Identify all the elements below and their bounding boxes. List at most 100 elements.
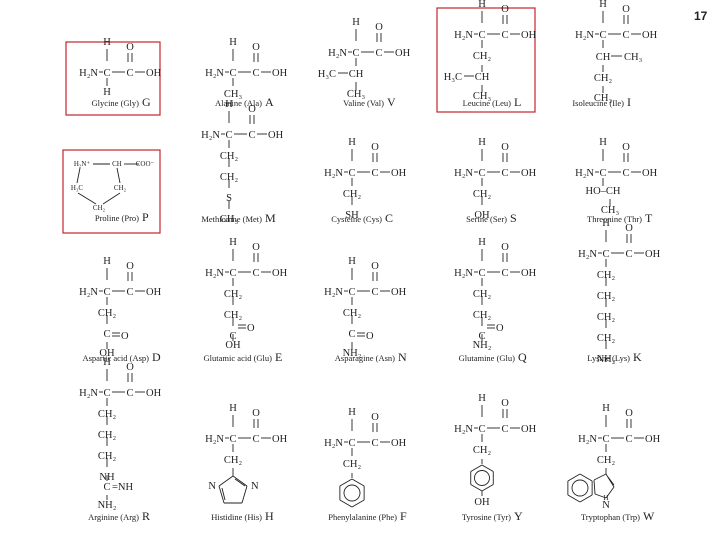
bond-line	[218, 475, 234, 487]
amino-acid-name: Cysteine (Cys)	[331, 214, 382, 224]
aromatic-ring-circle	[343, 484, 361, 502]
amino-group-label: H₂N	[324, 438, 343, 449]
side-chain-label: CH₃	[594, 93, 613, 104]
alpha-carbon-label: C	[602, 434, 609, 445]
bond-line	[351, 499, 365, 508]
carboxyl-carbon-label: C	[375, 48, 382, 59]
carboxyl-carbon-label: C	[126, 388, 133, 399]
side-chain-label: C	[103, 329, 110, 340]
amino-acid-code: N	[398, 350, 407, 364]
hydroxyl-label: OH	[146, 388, 162, 399]
carbonyl-oxygen-label: O	[622, 142, 630, 153]
side-chain-label: OH	[474, 497, 490, 508]
bond-line	[593, 473, 607, 481]
alpha-carbon-label: C	[599, 168, 606, 179]
hydrogen-label: H	[225, 99, 233, 110]
carboxyl-carbon-label: C	[252, 434, 259, 445]
hydroxyl-label: OH	[521, 268, 537, 279]
amino-acid-name: Arginine (Arg)	[88, 512, 139, 522]
hydrogen-label: H	[602, 403, 610, 414]
amino-acid-name: Threonine (Thr)	[587, 214, 642, 224]
imidazole-nitrogen-label: N	[208, 481, 216, 492]
alpha-carbon-label: C	[103, 388, 110, 399]
amino-acid-code: L	[514, 95, 521, 109]
bond-line	[116, 167, 121, 184]
amino-group-label: H₂N	[454, 168, 473, 179]
bond-line	[339, 499, 353, 508]
carboxyl-carbon-label: C	[126, 68, 133, 79]
amino-acid-name: Leucine (Leu)	[463, 98, 512, 108]
side-chain-label: NH₂	[98, 500, 117, 511]
amino-acid-name: Lysine (Lys)	[587, 353, 630, 363]
amino-group-label: H₂N	[79, 287, 98, 298]
hydroxyl-label: OH	[272, 434, 288, 445]
carboxyl-carbon-label: C	[252, 68, 259, 79]
side-chain-label: CH₂	[93, 204, 106, 212]
side-chain-label: O	[366, 331, 374, 342]
side-chain-label: CH₂	[473, 289, 492, 300]
alpha-carbon-label: C	[602, 249, 609, 260]
side-chain-label: O	[496, 323, 504, 334]
hydrogen-label: H	[602, 218, 610, 229]
proline-highlight-box	[62, 149, 161, 234]
side-chain-label: CH₂	[220, 172, 239, 183]
alpha-carbon-label: C	[599, 30, 606, 41]
amino-acid-code: K	[633, 350, 642, 364]
side-chain-label: CH₂	[343, 308, 362, 319]
aromatic-ring-circle	[474, 470, 490, 486]
side-chain-label: O	[247, 323, 255, 334]
alpha-carbon-label: C	[225, 130, 232, 141]
hydrogen-label: H	[348, 256, 356, 267]
carboxyl-carbon-label: C	[625, 249, 632, 260]
side-chain-label: CH₂	[473, 51, 492, 62]
amino-group-label: H₂N	[79, 388, 98, 399]
bond-line	[567, 473, 581, 482]
carboxyl-carbon-label: C	[625, 434, 632, 445]
alpha-carbon-label: C	[478, 30, 485, 41]
side-chain-label: CH₂	[220, 151, 239, 162]
alpha-carbon-label: C	[478, 268, 485, 279]
indole-nitrogen-label: N	[602, 500, 610, 511]
carbonyl-oxygen-label: O	[252, 242, 260, 253]
alpha-carbon-label: C	[229, 434, 236, 445]
side-chain-label: CH₂	[343, 189, 362, 200]
bond-line	[351, 478, 365, 487]
side-chain-label: OH	[474, 210, 490, 221]
amino-group-label: H₂N	[205, 68, 224, 79]
side-chain-label: CH₂	[473, 445, 492, 456]
amino-acid-code: R	[142, 509, 150, 523]
side-chain-label: HO–CH	[585, 186, 620, 197]
side-chain-label: OH	[225, 340, 241, 351]
amino-group-label: H₂N	[454, 268, 473, 279]
amino-acid-code: Q	[518, 350, 527, 364]
bond-line	[579, 494, 593, 503]
hydroxyl-label: OH	[268, 130, 284, 141]
side-chain-label: COO⁻	[136, 160, 155, 168]
side-chain-label: CH₂	[597, 291, 616, 302]
amino-acid-code: I	[627, 95, 631, 109]
amino-group-label: H₂N	[575, 168, 594, 179]
hydrogen-label: H	[103, 256, 111, 267]
hydroxyl-label: OH	[391, 287, 407, 298]
amino-acid-code: G	[142, 95, 151, 109]
bond-line	[232, 475, 248, 487]
hydrogen-label: H	[348, 137, 356, 148]
bond-line	[102, 192, 121, 205]
amino-acid-name: Alanine (Ala)	[215, 98, 262, 108]
side-chain-label: H₃C	[71, 184, 83, 192]
amino-acid-name: Histidine (His)	[211, 512, 262, 522]
side-chain-label: SH	[345, 210, 359, 221]
side-chain-label: NH₂	[597, 354, 616, 365]
hydroxyl-label: OH	[642, 30, 658, 41]
side-chain-label: CH₂	[594, 73, 613, 84]
amino-acid-code: D	[152, 350, 161, 364]
